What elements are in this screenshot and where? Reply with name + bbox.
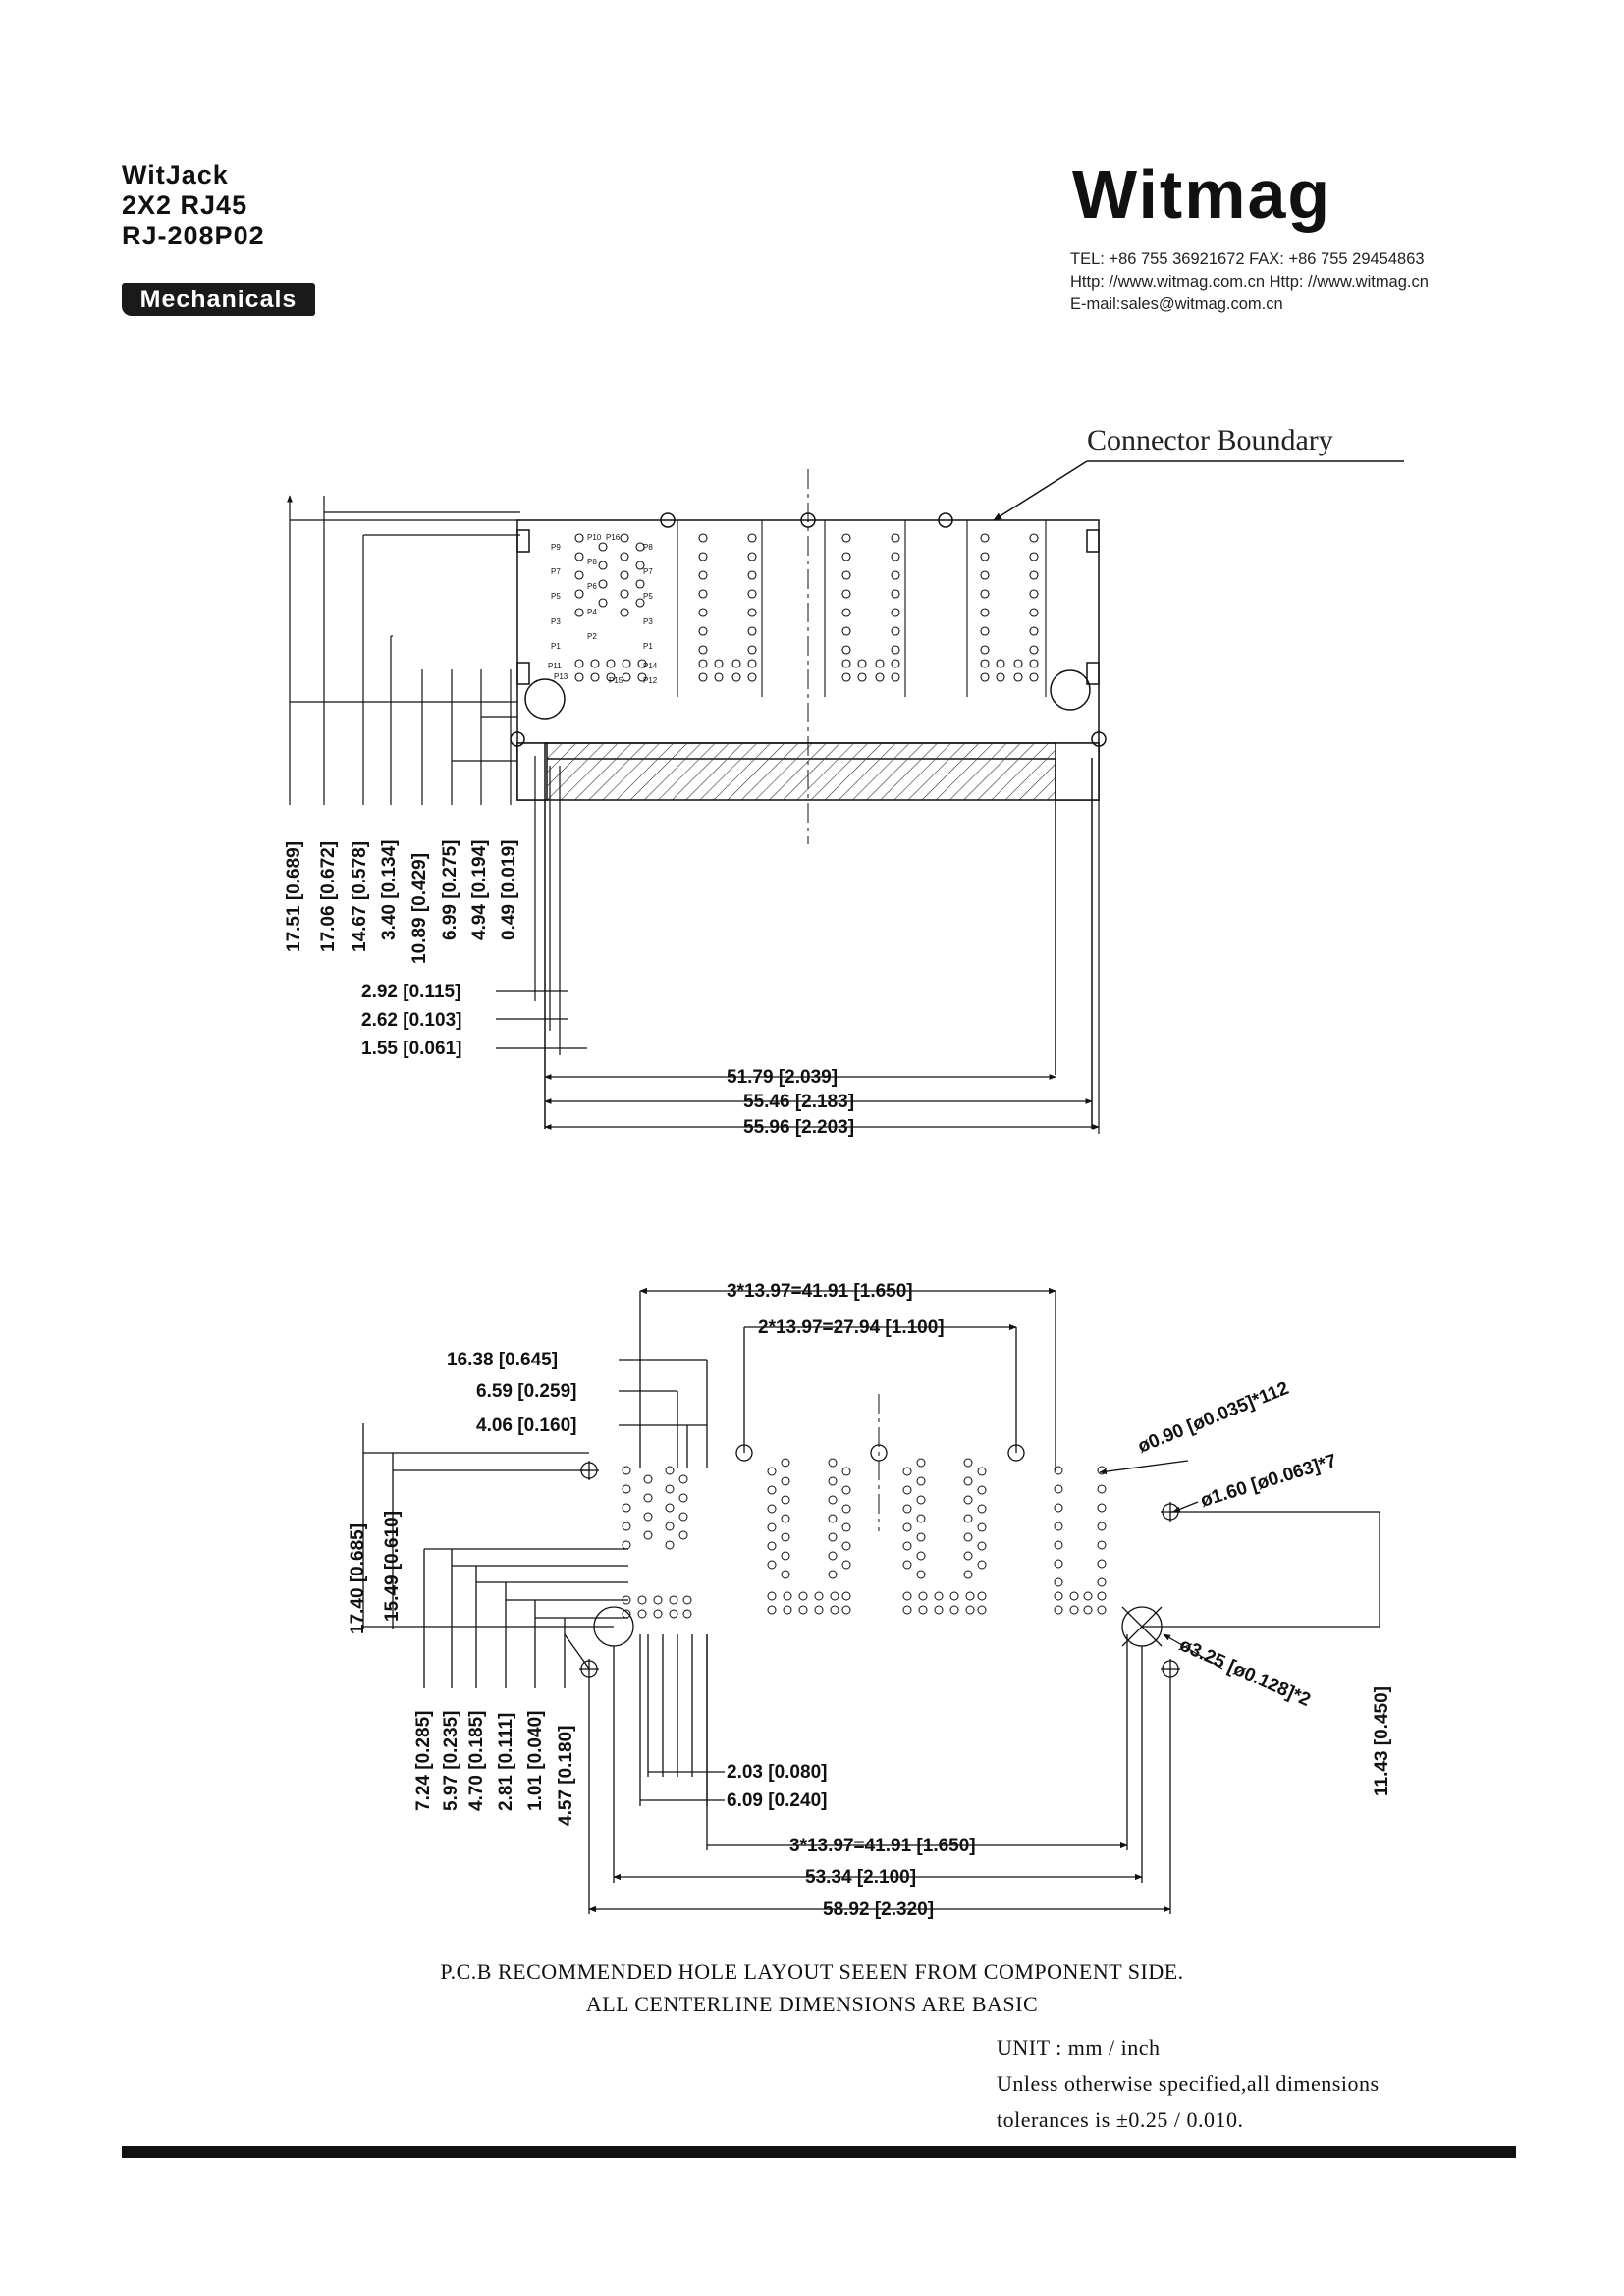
top-view-pins: [574, 520, 1047, 697]
top-view-vertical-dim-labels: 17.51 [0.689] 17.06 [0.672] 14.67 [0.578…: [284, 840, 519, 964]
pin-label: P7: [551, 567, 561, 576]
pin-label: P8: [587, 558, 597, 566]
dim-label: 2.81 [0.111]: [496, 1713, 516, 1811]
dim-label: 1.01 [0.040]: [525, 1711, 546, 1811]
pin-label: P4: [587, 608, 597, 616]
dim-label: 58.92 [2.320]: [823, 1899, 934, 1920]
pin-label: P6: [587, 582, 597, 591]
top-view-left-dim-labels: 2.92 [0.115] 2.62 [0.103] 1.55 [0.061]: [361, 982, 461, 1059]
tolerance-line-2: tolerances is ±0.25 / 0.010.: [997, 2108, 1244, 2132]
contact-info: TEL: +86 755 36921672 FAX: +86 755 29454…: [1070, 248, 1429, 316]
dim-label: 7.24 [0.285]: [413, 1711, 434, 1811]
callout-leader: [993, 460, 1088, 521]
dim-label: 4.70 [0.185]: [466, 1711, 487, 1811]
dim-label: 51.79 [2.039]: [727, 1067, 838, 1088]
pin-label: P15: [609, 676, 623, 685]
dim-label: 6.99 [0.275]: [440, 840, 460, 940]
dim-label: 11.43 [0.450]: [1372, 1686, 1392, 1796]
pin-label: P1: [551, 642, 561, 651]
tolerance-line-1: Unless otherwise specified,all dimension…: [997, 2071, 1380, 2096]
hole-callout: ø3.25 [ø0.128]*2: [1176, 1634, 1314, 1711]
pin-label: P12: [643, 676, 658, 685]
dim-label: 0.49 [0.019]: [499, 840, 519, 940]
product-line: WitJack: [122, 160, 229, 189]
dim-label: 2.62 [0.103]: [361, 1010, 461, 1031]
section-badge: Mechanicals: [122, 283, 315, 316]
pin-label: P5: [643, 592, 653, 601]
dim-label: 1.55 [0.061]: [361, 1039, 461, 1059]
dim-label: 2.92 [0.115]: [361, 982, 460, 1002]
top-view: [287, 460, 1404, 1134]
dim-label: 2.03 [0.080]: [727, 1762, 827, 1783]
pcb-hole-callouts: ø0.90 [ø0.035]*112 ø1.60 [ø0.063]*7 ø3.2…: [1135, 1378, 1339, 1711]
dim-label: 6.09 [0.240]: [727, 1790, 827, 1811]
pin-label: P1: [643, 642, 653, 651]
dim-label: 2*13.97=27.94 [1.100]: [758, 1317, 945, 1338]
top-view-pin-labels: P9 P7 P5 P3 P1 P11 P10 P8 P6 P4 P2 P8 P7…: [548, 533, 658, 685]
pin-label: P10: [587, 533, 602, 542]
hole-callout: ø0.90 [ø0.035]*112: [1135, 1378, 1292, 1458]
dim-label: 17.51 [0.689]: [284, 841, 304, 952]
footer-rule: [122, 2146, 1516, 2158]
pcb-vertical-dim-labels: 17.40 [0.685] 15.49 [0.610] 7.24 [0.285]…: [348, 1511, 1392, 1826]
pin-label: P13: [554, 672, 568, 681]
dim-label: 5.97 [0.235]: [441, 1711, 461, 1811]
dim-label: 3*13.97=41.91 [1.650]: [789, 1836, 976, 1856]
top-view-bottom-dim-labels: 51.79 [2.039] 55.46 [2.183] 55.96 [2.203…: [727, 1067, 854, 1138]
connector-boundary-label: Connector Boundary: [1087, 424, 1333, 456]
dim-label: 3.40 [0.134]: [379, 840, 400, 940]
pin-label: P14: [643, 662, 658, 670]
pin-label: P9: [551, 543, 561, 552]
pin-label: P8: [643, 543, 653, 552]
dim-label: 6.59 [0.259]: [476, 1381, 576, 1402]
pin-label: P11: [548, 662, 562, 670]
pcb-bottom-dim-labels: 2.03 [0.080] 6.09 [0.240] 3*13.97=41.91 …: [727, 1762, 976, 1920]
product-type: 2X2 RJ45: [122, 190, 248, 220]
dim-label: 53.34 [2.100]: [805, 1867, 916, 1888]
pin-label: P3: [643, 617, 653, 626]
drawing-notes: P.C.B RECOMMENDED HOLE LAYOUT SEEEN FROM…: [0, 1955, 1624, 2020]
pin-label: P3: [551, 617, 561, 626]
dim-label: 15.49 [0.610]: [382, 1511, 403, 1622]
top-view-bottom-dims: [544, 800, 1100, 1134]
unit-line: UNIT : mm / inch: [997, 2035, 1161, 2059]
hole-callout: ø1.60 [ø0.063]*7: [1198, 1451, 1339, 1512]
dim-label: 10.89 [0.429]: [409, 853, 430, 964]
pcb-left-dim-labels: 16.38 [0.645] 6.59 [0.259] 4.06 [0.160]: [447, 1350, 576, 1436]
dim-label: 16.38 [0.645]: [447, 1350, 558, 1370]
title-block: WitJack 2X2 RJ45 RJ-208P02: [122, 160, 265, 251]
dim-label: 17.40 [0.685]: [348, 1523, 368, 1634]
pcb-top-dim-labels: 3*13.97=41.91 [1.650] 2*13.97=27.94 [1.1…: [727, 1281, 945, 1338]
top-view-left-dims: [496, 756, 587, 1055]
dim-label: 3*13.97=41.91 [1.650]: [727, 1281, 913, 1302]
tel-line: TEL: +86 755 36921672 FAX: +86 755 29454…: [1070, 250, 1425, 268]
brand-logo: Witmag: [1072, 156, 1332, 233]
pcb-pins: [622, 1458, 1107, 1619]
pin-label: P2: [587, 632, 597, 641]
dim-label: 4.06 [0.160]: [476, 1415, 576, 1436]
dim-label: 14.67 [0.578]: [350, 841, 370, 952]
web-line: Http: //www.witmag.com.cn Http: //www.wi…: [1070, 273, 1429, 291]
dim-label: 17.06 [0.672]: [318, 841, 339, 952]
dim-label: 4.57 [0.180]: [556, 1726, 576, 1826]
pin-label: P7: [643, 567, 653, 576]
dim-label: 4.94 [0.194]: [469, 840, 490, 940]
email-line: E-mail:sales@witmag.com.cn: [1070, 295, 1283, 313]
pin-label: P16: [606, 533, 621, 542]
note-line-2: ALL CENTERLINE DIMENSIONS ARE BASIC: [585, 1992, 1039, 2016]
note-line-1: P.C.B RECOMMENDED HOLE LAYOUT SEEEN FROM…: [440, 1959, 1184, 1984]
part-number: RJ-208P02: [122, 221, 265, 250]
dim-label: 55.96 [2.203]: [743, 1117, 854, 1138]
top-view-vertical-dims: [287, 495, 520, 805]
units-block: UNIT : mm / inch Unless otherwise specif…: [997, 2029, 1380, 2138]
pcb-layout-view: [362, 1287, 1380, 1914]
pin-label: P5: [551, 592, 561, 601]
dim-label: 55.46 [2.183]: [743, 1092, 854, 1112]
